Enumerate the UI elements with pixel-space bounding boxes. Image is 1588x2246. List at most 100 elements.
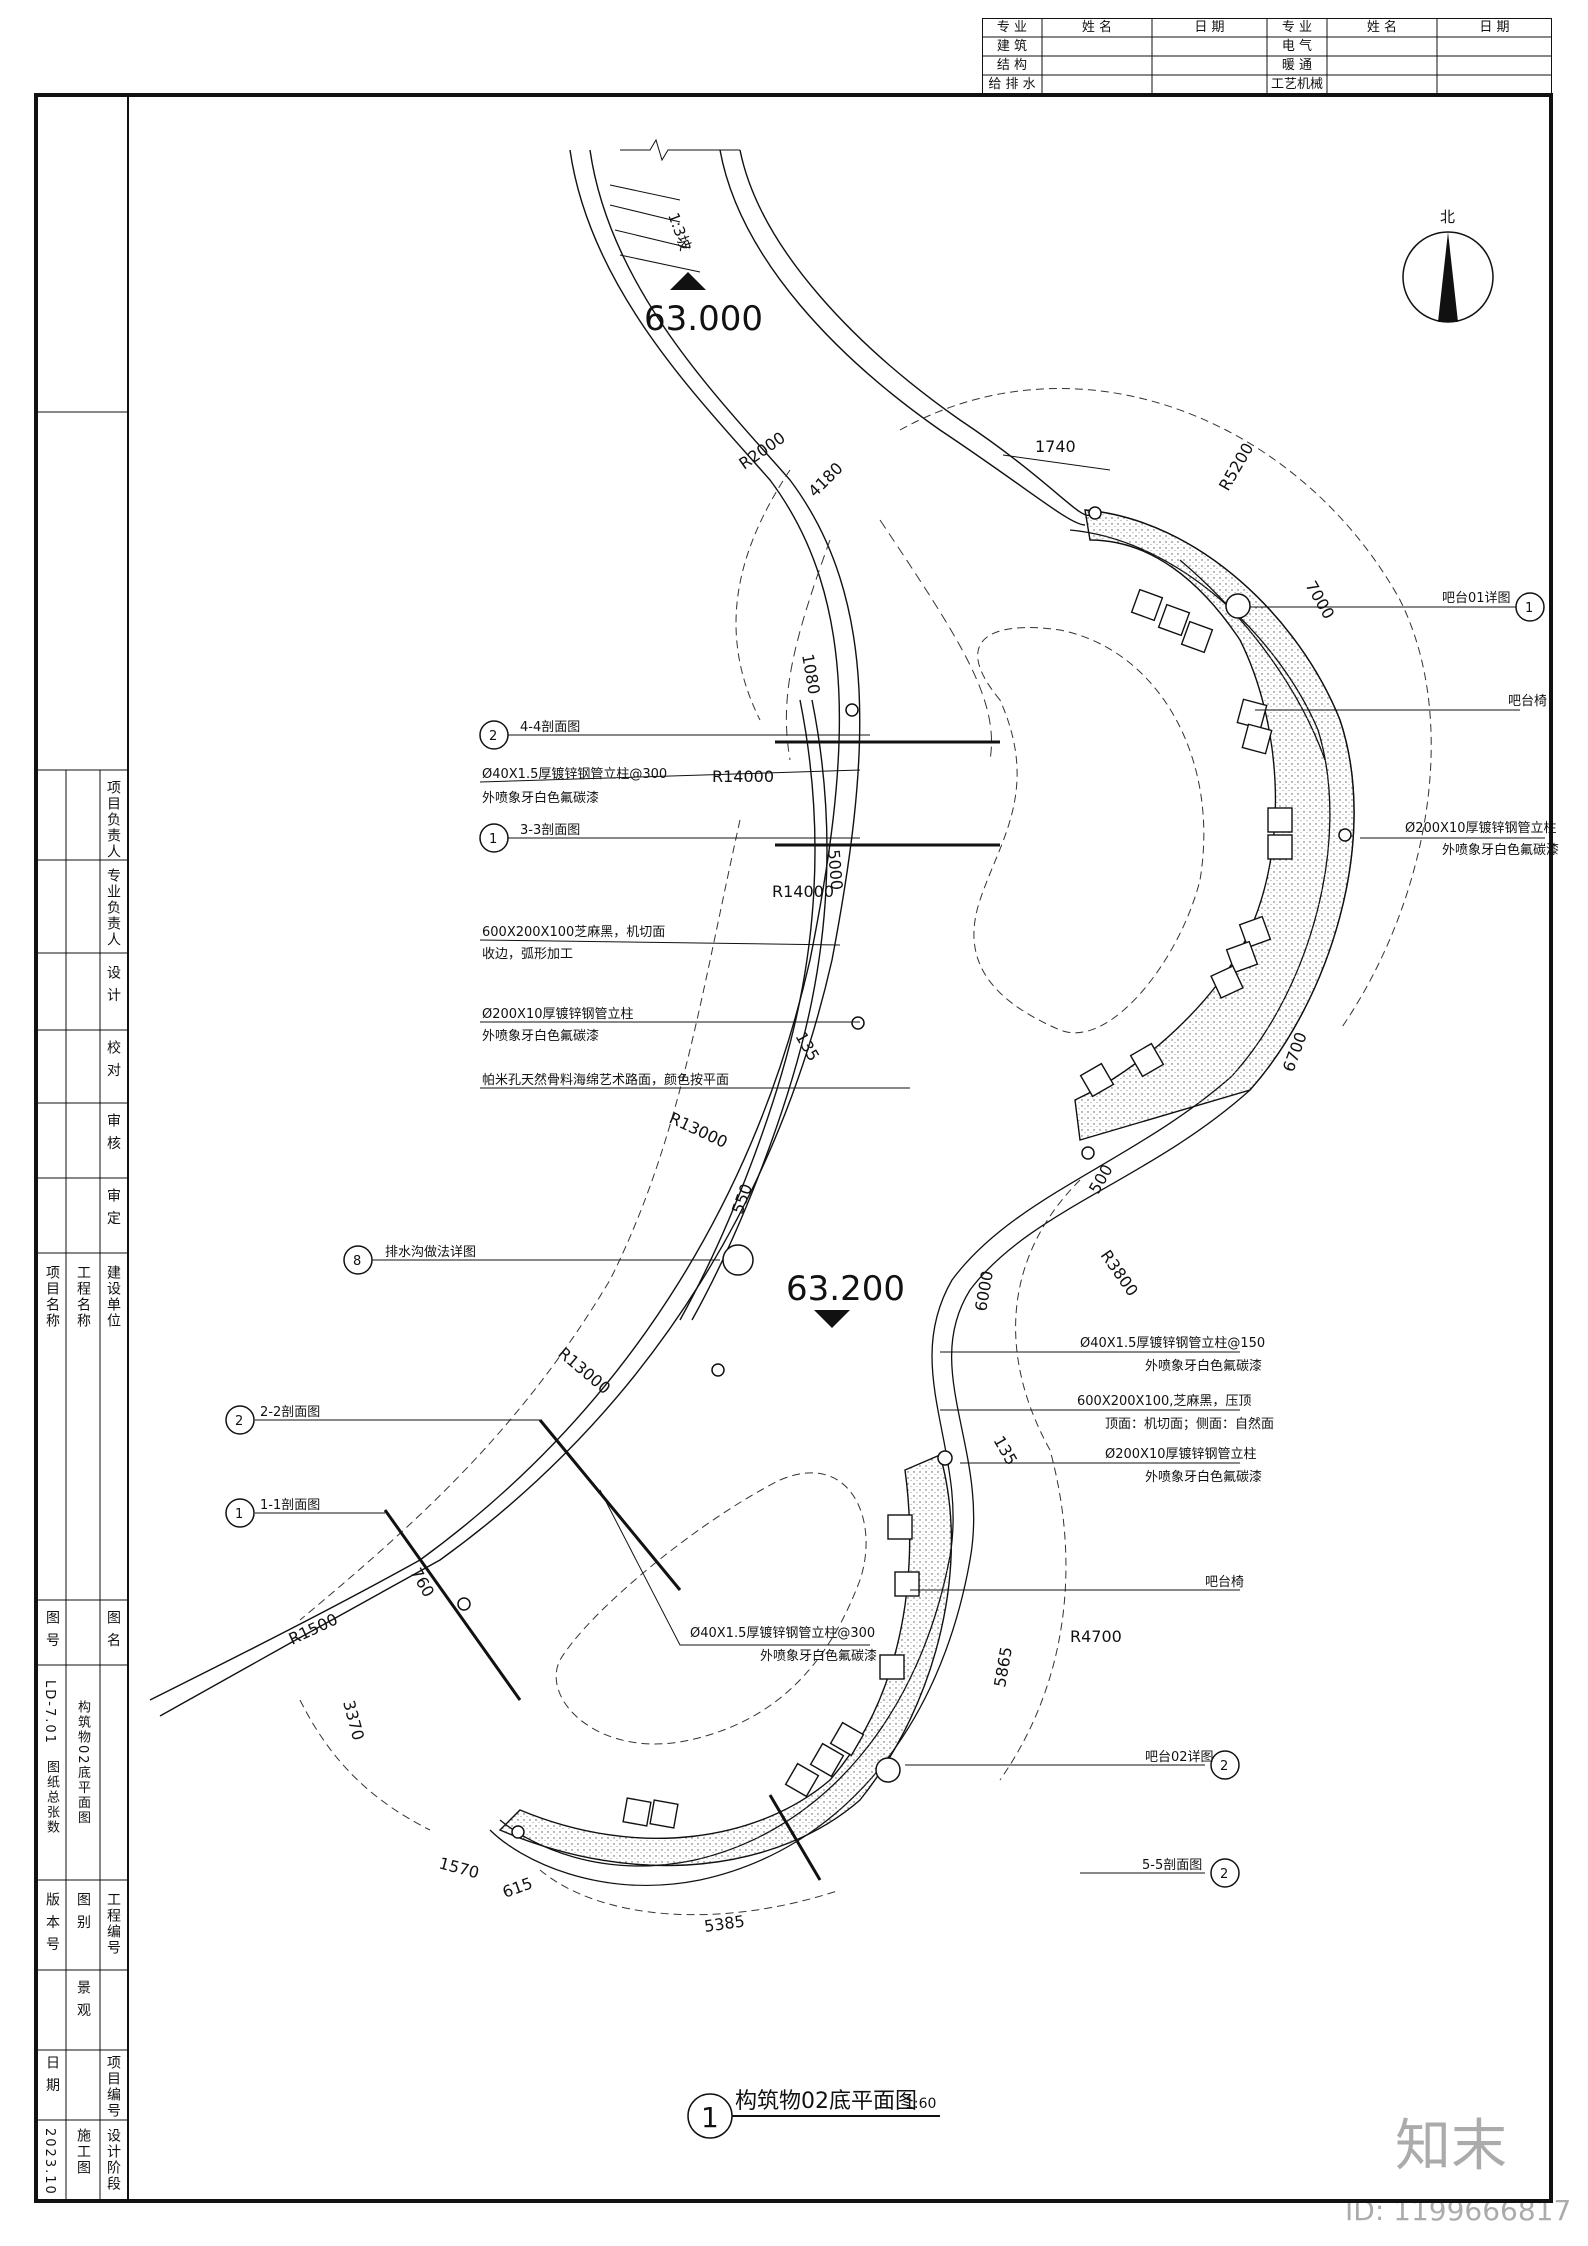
role-discipline-leader: 专业负责人 bbox=[105, 868, 121, 948]
dim-4180: 4180 bbox=[804, 459, 846, 501]
role-approve: 审 定 bbox=[105, 1188, 121, 1227]
dim-500: 500 bbox=[1085, 1161, 1117, 1197]
sym-2-2-num: 2 bbox=[235, 1414, 243, 1429]
bar-counter-01 bbox=[1074, 509, 1355, 1141]
dim-615: 615 bbox=[500, 1873, 535, 1901]
label-item-name: 项目名称 bbox=[44, 1265, 60, 1329]
date-value: 2023.10 bbox=[42, 2128, 57, 2196]
dim-r4700: R4700 bbox=[1070, 1627, 1122, 1646]
dim-5385: 5385 bbox=[703, 1911, 746, 1935]
row-process-mech: 工艺机械 bbox=[1270, 77, 1323, 92]
label-category: 图 别 bbox=[75, 1892, 91, 1931]
north-arrow: 北 bbox=[1402, 208, 1494, 323]
callout-bar02-detail: 吧台02详图 bbox=[1145, 1750, 1214, 1765]
role-check: 校 对 bbox=[105, 1040, 121, 1079]
right-callouts: 吧台01详图 吧台椅 Ø200X10厚镀锌钢管立柱 外喷象牙白色氟碳漆 Ø40X… bbox=[1077, 591, 1559, 1873]
callout-drain-detail: 排水沟做法详图 bbox=[385, 1245, 476, 1260]
dim-5865: 5865 bbox=[990, 1645, 1016, 1688]
header-name: 姓 名 bbox=[1081, 20, 1113, 35]
dim-r13000-b: R13000 bbox=[554, 1344, 614, 1398]
dim-r5200: R5200 bbox=[1215, 440, 1257, 494]
row-architecture: 建 筑 bbox=[996, 39, 1028, 54]
bar-counter-02 bbox=[498, 1454, 953, 1867]
dim-r14000-a: R14000 bbox=[712, 767, 774, 786]
elevation-triangle-top bbox=[670, 272, 706, 290]
category-value: 景 观 bbox=[75, 1980, 91, 2019]
sym-drain-num: 8 bbox=[353, 1254, 361, 1269]
sym-3-3-num: 1 bbox=[489, 832, 497, 847]
role-project-leader: 项目负责人 bbox=[105, 780, 121, 860]
callout-section-3-3: 3-3剖面图 bbox=[520, 823, 580, 838]
title-text: 构筑物02底平面图 bbox=[735, 2089, 917, 2114]
dim-5000: 5000 bbox=[824, 849, 846, 891]
watermark-logo: 知末 bbox=[1395, 2114, 1507, 2179]
sym-5-5-num: 2 bbox=[1220, 1867, 1228, 1882]
callout-curb-stone: 600X200X100芝麻黑，机切面 bbox=[482, 924, 665, 940]
callout-post-200: Ø200X10厚镀锌钢管立柱 bbox=[482, 1006, 634, 1022]
callout-post-40-300: Ø40X1.5厚镀锌钢管立柱@300 bbox=[482, 766, 667, 782]
callout-coping-stone: 600X200X100,芝麻黑，压顶 bbox=[1077, 1393, 1251, 1409]
callout-sponge-paving: 帕米孔天然骨料海绵艺术路面，颜色按平面 bbox=[482, 1072, 729, 1088]
callout-post-200-right: Ø200X10厚镀锌钢管立柱 bbox=[1405, 820, 1557, 836]
dim-r13000-a: R13000 bbox=[666, 1108, 730, 1151]
drawing-no-value: LD-7.01 bbox=[42, 1680, 57, 1745]
dim-1080: 1080 bbox=[798, 652, 824, 695]
label-design-stage: 设计阶段 bbox=[105, 2128, 121, 2192]
drawing-title-value: 构筑物02底平面图 bbox=[75, 1700, 90, 1826]
callout-post-40-150: Ø40X1.5厚镀锌钢管立柱@150 bbox=[1080, 1335, 1265, 1351]
left-leaders bbox=[255, 734, 910, 1646]
slope-label: 1:3坡 bbox=[664, 210, 694, 253]
dashed-offsets bbox=[299, 388, 1432, 1916]
bar-stools bbox=[622, 588, 1293, 1829]
callout-post-40-300-finish: 外喷象牙白色氟碳漆 bbox=[482, 790, 599, 806]
section-numbers: 2 1 8 2 1 1 2 2 bbox=[235, 601, 1533, 1882]
radial-ties bbox=[609, 184, 701, 273]
dim-760: 760 bbox=[407, 1565, 439, 1601]
label-client: 建设单位 bbox=[105, 1265, 121, 1329]
sym-4-4-num: 2 bbox=[489, 729, 497, 744]
callout-section-4-4: 4-4剖面图 bbox=[520, 720, 580, 735]
callout-bar-stool-2: 吧台椅 bbox=[1205, 1575, 1244, 1590]
row-electrical: 电 气 bbox=[1281, 39, 1313, 54]
label-project-no: 项目编号 bbox=[105, 2055, 121, 2119]
sign-off-table: 专 业 姓 名 日 期 专 业 姓 名 日 期 建 筑 电 气 结 构 暖 通 … bbox=[982, 18, 1552, 94]
row-structure: 结 构 bbox=[996, 58, 1028, 73]
section-cuts bbox=[383, 740, 1000, 1881]
elevation-top: 63.000 bbox=[644, 299, 763, 339]
label-drawing-title: 图 名 bbox=[105, 1610, 121, 1649]
callout-bottom-post: Ø40X1.5厚镀锌钢管立柱@300 bbox=[690, 1625, 875, 1641]
header-name-2: 姓 名 bbox=[1366, 20, 1398, 35]
callout-post-200-finish: 外喷象牙白色氟碳漆 bbox=[482, 1028, 599, 1044]
sym-bar02-num: 2 bbox=[1220, 1759, 1228, 1774]
drawing-set-count: 图纸总张数 bbox=[44, 1760, 59, 1835]
drawing-title-block: 1 构筑物02底平面图 1:60 bbox=[687, 2089, 940, 2139]
sym-1-1-num: 1 bbox=[235, 1507, 243, 1522]
watermark-id: ID: 1199666817 bbox=[1345, 2194, 1571, 2227]
title-number: 1 bbox=[701, 2101, 719, 2134]
role-review: 审 核 bbox=[105, 1113, 121, 1152]
header-date: 日 期 bbox=[1194, 20, 1225, 35]
callout-section-2-2: 2-2剖面图 bbox=[260, 1405, 320, 1420]
sym-bar01-num: 1 bbox=[1525, 601, 1533, 616]
right-leaders bbox=[905, 606, 1545, 1874]
break-mark bbox=[620, 138, 740, 162]
section-symbols bbox=[225, 592, 1545, 1888]
header-date-2: 日 期 bbox=[1479, 20, 1510, 35]
title-scale: 1:60 bbox=[905, 2096, 936, 2112]
row-plumbing: 给 排 水 bbox=[988, 77, 1036, 92]
steel-posts bbox=[457, 506, 1352, 1839]
dim-1570: 1570 bbox=[437, 1854, 481, 1883]
header-discipline-2: 专 业 bbox=[1281, 20, 1313, 35]
watermark: 知末 ID: 1199666817 bbox=[1345, 2114, 1571, 2227]
dim-7000: 7000 bbox=[1302, 578, 1339, 623]
callout-curb-stone-edge: 收边，弧形加工 bbox=[482, 947, 573, 962]
label-project-name: 工程名称 bbox=[75, 1265, 91, 1329]
label-date: 日 期 bbox=[44, 2055, 60, 2094]
callout-post-200-lower: Ø200X10厚镀锌钢管立柱 bbox=[1105, 1446, 1257, 1462]
callout-bottom-post-finish: 外喷象牙白色氟碳漆 bbox=[760, 1648, 877, 1664]
callout-section-1-1: 1-1剖面图 bbox=[260, 1498, 320, 1513]
dim-r14000-b: R14000 bbox=[772, 882, 834, 901]
label-engineering-no: 工程编号 bbox=[105, 1892, 121, 1956]
